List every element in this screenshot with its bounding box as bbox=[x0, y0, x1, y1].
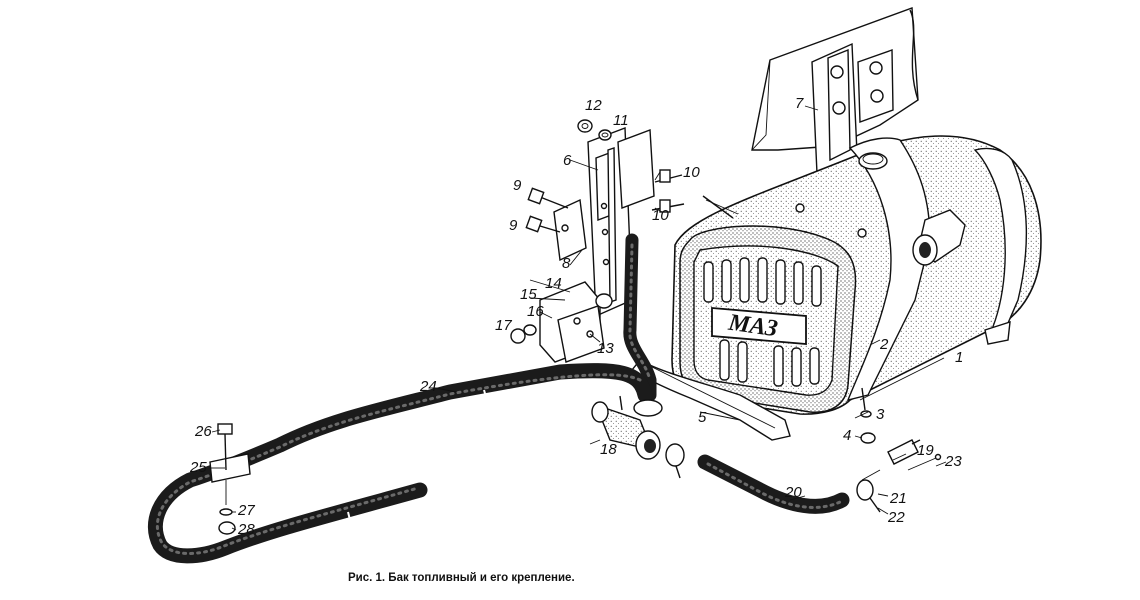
part-label-5: 5 bbox=[698, 409, 707, 426]
part-label-28: 28 bbox=[238, 521, 255, 538]
fittings-19-23 bbox=[856, 439, 942, 513]
side-brackets bbox=[539, 127, 655, 363]
part-label-6: 6 bbox=[563, 152, 572, 169]
part-label-24: 24 bbox=[420, 378, 437, 395]
part-label-13: 13 bbox=[597, 340, 614, 357]
figure-caption: Рис. 1. Бак топливный и его крепление. bbox=[348, 572, 575, 584]
part-label-22: 22 bbox=[888, 509, 905, 526]
part-label-2: 2 bbox=[880, 336, 889, 353]
part-label-15: 15 bbox=[520, 286, 537, 303]
part-label-11: 11 bbox=[613, 112, 629, 129]
fuel-hose-24 bbox=[148, 363, 653, 564]
part-label-25: 25 bbox=[190, 459, 207, 476]
part-label-18: 18 bbox=[600, 441, 617, 458]
part-label-4: 4 bbox=[843, 427, 852, 444]
part-label-3: 3 bbox=[876, 406, 885, 423]
leader-lines bbox=[210, 105, 947, 531]
fasteners bbox=[510, 119, 876, 444]
part-label-20: 20 bbox=[785, 484, 802, 501]
part-label-16: 16 bbox=[527, 303, 544, 320]
fuel-tank: МАЗ bbox=[671, 135, 1042, 418]
part-label-17: 17 bbox=[495, 317, 512, 334]
fuel-hose-20 bbox=[697, 454, 850, 514]
part-label-21: 21 bbox=[890, 490, 907, 507]
part-label-10a: 10 bbox=[683, 164, 700, 181]
part-label-9a: 9 bbox=[513, 177, 522, 194]
fuel-filter-18 bbox=[591, 395, 685, 479]
frame-side-member bbox=[751, 7, 919, 151]
part-label-19: 19 bbox=[917, 442, 934, 459]
part-label-26: 26 bbox=[195, 423, 212, 440]
hose-clip-assembly bbox=[209, 423, 251, 535]
part-label-9b: 9 bbox=[509, 217, 518, 234]
part-label-7: 7 bbox=[795, 95, 804, 112]
part-label-27: 27 bbox=[238, 502, 255, 519]
tank-outlet-pipe bbox=[623, 233, 657, 402]
part-label-8: 8 bbox=[562, 255, 571, 272]
part-label-1: 1 bbox=[955, 349, 964, 366]
part-label-10b: 10 bbox=[652, 207, 669, 224]
part-label-12: 12 bbox=[585, 97, 602, 114]
part-label-14: 14 bbox=[545, 275, 562, 292]
end-face-ribs bbox=[703, 257, 822, 387]
part-label-23: 23 bbox=[945, 453, 962, 470]
